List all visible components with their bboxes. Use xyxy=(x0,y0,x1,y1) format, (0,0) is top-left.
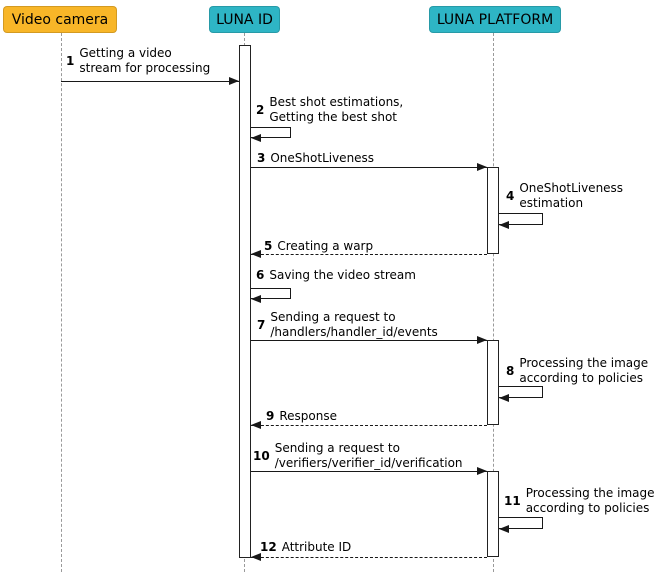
message-label-6: 6 Saving the video stream xyxy=(256,268,416,283)
message-text: according to policies xyxy=(525,501,650,515)
participant-luna-platform: LUNA PLATFORM xyxy=(429,6,561,33)
message-arrow-8 xyxy=(499,386,543,398)
message-label-12: 12 Attribute ID xyxy=(260,540,351,555)
message-number: 4 xyxy=(506,188,515,203)
arrowhead xyxy=(499,221,509,229)
message-label-3: 3 OneShotLiveness xyxy=(257,151,374,166)
message-text: Getting the best shot xyxy=(269,110,398,124)
lifeline-luna-platform xyxy=(493,33,494,572)
message-number: 8 xyxy=(506,363,515,378)
message-arrow-3 xyxy=(251,167,487,168)
activation-luna-platform-1 xyxy=(487,167,499,254)
message-label-5: 5 Creating a warp xyxy=(264,239,373,254)
message-text: Saving the video stream xyxy=(269,268,416,282)
lifeline-video-camera xyxy=(61,33,62,572)
message-arrow-11 xyxy=(499,517,543,529)
message-text: Sending a request to xyxy=(270,310,396,324)
message-text: Processing the image xyxy=(525,486,655,500)
message-arrow-12 xyxy=(251,557,487,558)
message-arrow-6 xyxy=(251,288,291,299)
message-text: Getting a video xyxy=(79,46,172,60)
message-arrow-2 xyxy=(251,127,291,138)
message-arrow-5 xyxy=(251,254,487,255)
arrowhead xyxy=(229,77,239,85)
message-arrow-1 xyxy=(61,81,239,82)
message-arrow-10 xyxy=(251,471,487,472)
message-text: estimation xyxy=(519,196,584,210)
message-arrow-9 xyxy=(251,425,487,426)
participant-luna-id: LUNA ID xyxy=(209,6,280,33)
message-number: 2 xyxy=(256,102,265,117)
message-label-2: 2 Best shot estimations, Getting the bes… xyxy=(256,95,403,125)
message-arrow-4 xyxy=(499,213,543,225)
message-text: Processing the image xyxy=(519,356,649,370)
message-label-7: 7 Sending a request to /handlers/handler… xyxy=(257,310,438,340)
message-text: Response xyxy=(279,409,337,423)
message-text: Attribute ID xyxy=(281,540,352,554)
message-label-11: 11 Processing the image according to pol… xyxy=(504,486,654,516)
message-text: Sending a request to xyxy=(274,441,400,455)
message-label-8: 8 Processing the image according to poli… xyxy=(506,356,648,386)
arrowhead xyxy=(499,394,509,402)
message-label-1: 1 Getting a video stream for processing xyxy=(66,46,210,76)
message-arrow-7 xyxy=(251,340,487,341)
message-text: OneShotLiveness xyxy=(270,151,375,165)
participant-video-camera: Video camera xyxy=(3,6,117,33)
arrowhead xyxy=(499,525,509,533)
arrowhead xyxy=(477,336,487,344)
message-text: stream for processing xyxy=(79,61,211,75)
message-text: according to policies xyxy=(519,371,644,385)
message-number: 10 xyxy=(253,448,270,463)
arrowhead xyxy=(251,553,261,561)
activation-luna-platform-2 xyxy=(487,340,499,425)
arrowhead xyxy=(477,163,487,171)
participant-label: LUNA PLATFORM xyxy=(436,11,554,28)
activation-luna-platform-3 xyxy=(487,471,499,557)
message-label-4: 4 OneShotLiveness estimation xyxy=(506,181,623,211)
message-text: Creating a warp xyxy=(277,239,374,253)
arrowhead xyxy=(251,134,261,142)
arrowhead xyxy=(251,295,261,303)
message-text: /verifiers/verifier_id/verification xyxy=(274,456,463,470)
message-text: /handlers/handler_id/events xyxy=(270,325,438,339)
message-number: 5 xyxy=(264,239,273,253)
arrowhead xyxy=(251,421,261,429)
message-number: 6 xyxy=(256,268,265,282)
message-number: 12 xyxy=(260,540,277,554)
participant-label: Video camera xyxy=(11,11,109,28)
arrowhead xyxy=(477,467,487,475)
arrowhead xyxy=(251,250,261,258)
message-number: 9 xyxy=(266,409,275,423)
activation-luna-id xyxy=(239,45,251,558)
message-text: Best shot estimations, xyxy=(269,95,404,109)
message-text: OneShotLiveness xyxy=(519,181,624,195)
message-label-10: 10 Sending a request to /verifiers/verif… xyxy=(253,441,463,471)
message-label-9: 9 Response xyxy=(266,409,337,424)
message-number: 7 xyxy=(257,317,266,332)
participant-label: LUNA ID xyxy=(216,11,273,28)
message-number: 11 xyxy=(504,493,521,508)
message-number: 3 xyxy=(257,151,266,165)
message-number: 1 xyxy=(66,53,75,68)
